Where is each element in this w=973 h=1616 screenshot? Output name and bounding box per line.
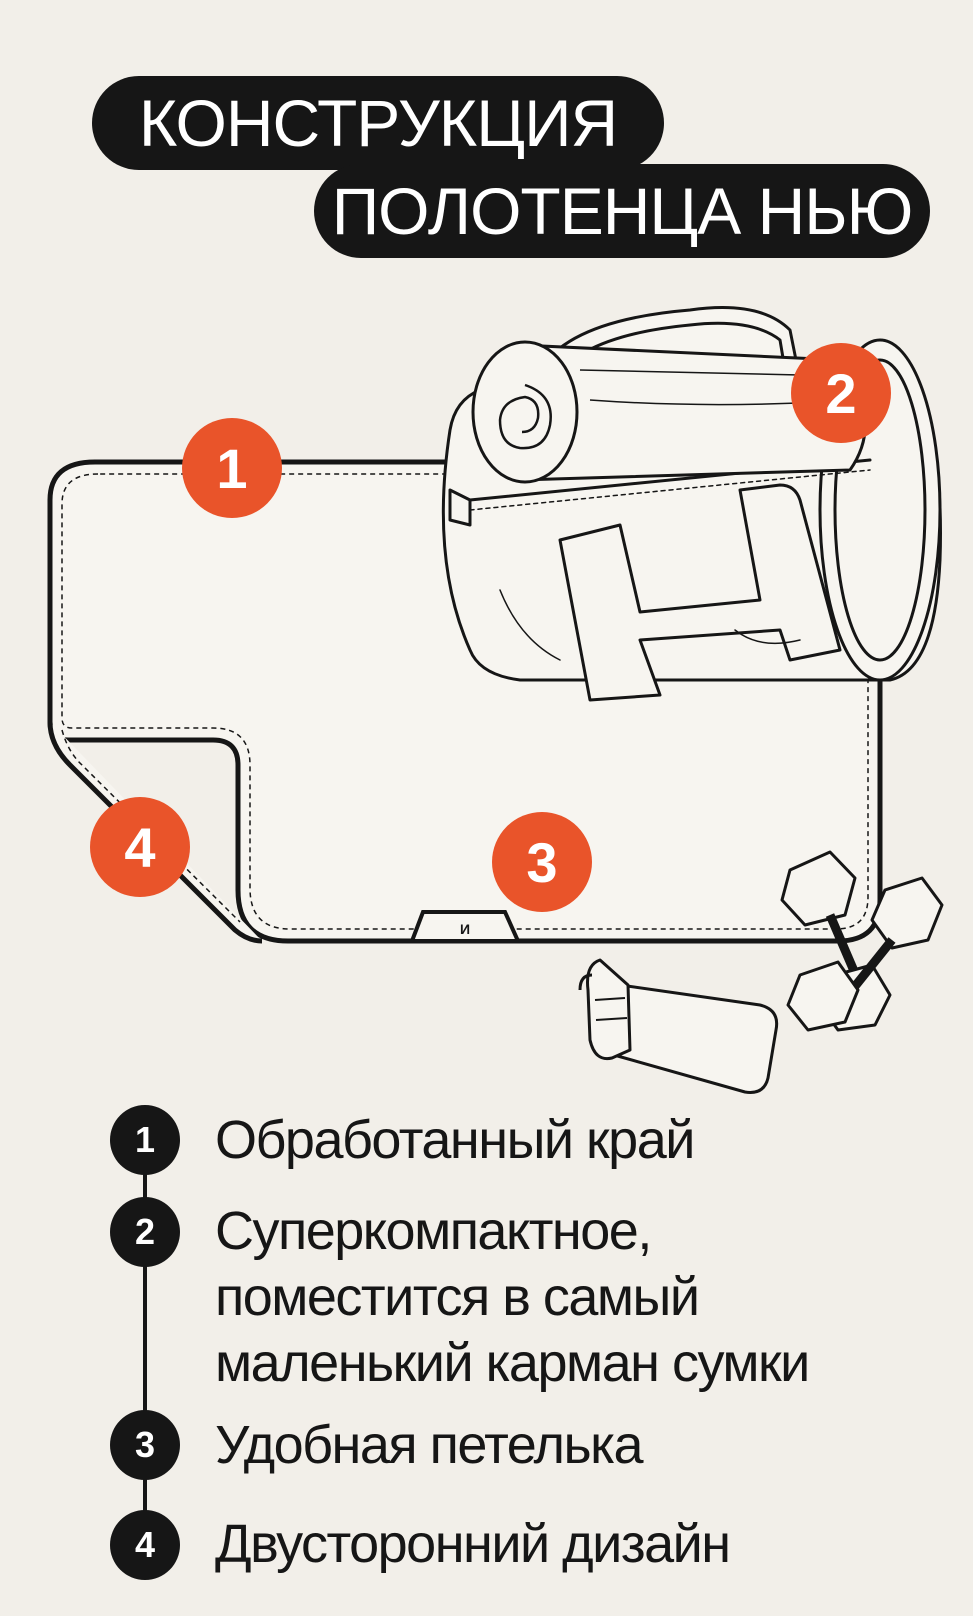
illustration: И (47, 306, 944, 1094)
rolled-towel (471, 340, 867, 484)
shaker-bottle (578, 958, 779, 1094)
legend-number-2: 2 (110, 1197, 180, 1267)
title-line-1: КОНСТРУКЦИЯ (92, 76, 664, 170)
legend-text-2-line-3: маленький карман сумки (215, 1333, 810, 1393)
legend-text-2-line-2: поместится в самый (215, 1267, 700, 1327)
callout-2: 2 (791, 343, 891, 443)
callout-3: 3 (492, 812, 592, 912)
callout-1: 1 (182, 418, 282, 518)
legend-number-1: 1 (110, 1105, 180, 1175)
legend-text-4: Двусторонний дизайн (215, 1514, 731, 1574)
legend-number-3: 3 (110, 1410, 180, 1480)
towel-tag: И (409, 910, 522, 943)
legend-text-1: Обработанный край (215, 1110, 695, 1170)
title-line-2: ПОЛОТЕНЦА НЬЮ (314, 164, 930, 258)
legend-number-4: 4 (110, 1510, 180, 1580)
dumbbells (780, 850, 944, 1032)
callout-4: 4 (90, 797, 190, 897)
towel-tag-label: И (460, 921, 470, 937)
legend-text-2-line-1: Суперкомпактное, (215, 1201, 652, 1261)
legend-text-3: Удобная петелька (215, 1415, 643, 1475)
legend-connector (143, 1140, 147, 1545)
